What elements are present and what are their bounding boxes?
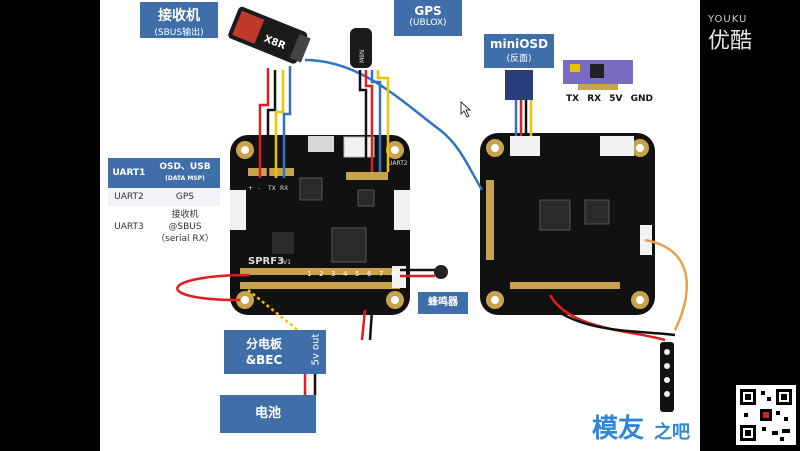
uart-row-use: GPS [149,188,220,206]
fc-pin-number-4: 4 [343,270,348,278]
receiver-module [228,6,311,64]
fc-name-text: SPRF3 [248,256,284,267]
osd-pin-rx: RX [587,94,602,104]
fc-uart2-text: UART2 [388,160,408,167]
buzzer-label: 蜂鸣器 [418,292,468,314]
uart-row-use-line: 接收机 [171,210,199,220]
table-row: UART2 GPS [108,188,220,206]
table-row: UART3 接收机 @SBUS （serial RX） [108,206,220,248]
uart-row-use: 接收机 @SBUS （serial RX） [149,206,220,248]
osd-pin-gnd: GND [630,94,653,104]
osd-board [480,133,655,315]
receiver-label: 接收机 (SBUS输出) [140,2,218,38]
uart-row-use-line: @SBUS [168,222,202,232]
fc-version-text: V1 [283,259,291,266]
uart-row-use-line: （serial RX） [156,234,214,244]
fc-pin-number-5: 5 [355,270,359,278]
pdb-label-line2: &BEC [245,353,283,367]
buzzer [434,265,448,279]
uart-header-port: UART1 [108,158,150,188]
miniosd-module [505,60,633,100]
out5v-label-box: 5v out [304,330,326,374]
fc-pin-tx: TX [267,185,276,192]
fc-pin-number-2: 2 [319,270,323,278]
led-strip [660,342,674,412]
fc-pin-minus: - [258,185,260,192]
youku-watermark-main: 优酷 [708,29,753,54]
out5v-label: 5v out [310,333,322,366]
pdb-label: 分电板 &BEC [224,330,304,374]
receiver-label-sub: (SBUS输出) [154,28,204,38]
fc-pin-number-3: 3 [331,270,335,278]
mouse-cursor-icon [460,101,472,118]
gps-label-sub: (UBLOX) [409,18,447,28]
battery-label-text: 电池 [254,406,281,421]
moyou-watermark-sub: 之吧 [654,422,690,443]
miniosd-label-title: miniOSD [489,37,549,51]
gps-label: GPS (UBLOX) [394,0,462,36]
wiring-diagram-canvas: SPRF3 V1 + - TX RX UART2 1 2 3 4 5 6 7 8 [100,0,700,451]
miniosd-label-sub: (反面) [506,54,532,64]
uart-header-use: OSD、USB (DATA MSP) [149,158,220,188]
uart-header-use-sub: (DATA MSP) [165,175,205,182]
wiring-diagram: SPRF3 V1 + - TX RX UART2 1 2 3 4 5 6 7 8 [176,6,689,412]
qr-code-icon [736,385,796,445]
fc-pin-number-1: 1 [307,270,311,278]
fc-pin-rx: RX [280,185,288,192]
osd-pin-5v: 5V [609,94,623,104]
uart-table-header: UART1 OSD、USB (DATA MSP) [108,158,220,188]
receiver-label-title: 接收机 [158,8,200,24]
gps-module [350,28,372,68]
uart-assignment-table: UART1 OSD、USB (DATA MSP) UART2 GPS UART3… [108,158,220,248]
battery-label: 电池 [220,395,316,433]
miniosd-label: miniOSD (反面) [484,34,554,68]
osd-pin-labels: TX RX 5V GND [566,94,666,104]
fc-pin-number-7: 7 [379,270,383,278]
youku-watermark-top: YOUKU [708,14,748,25]
fc-pin-number-6: 6 [367,270,372,278]
moyou-watermark: 模友 [592,414,645,444]
gps-label-title: GPS [414,4,442,18]
buzzer-label-text: 蜂鸣器 [428,297,458,308]
uart-row-port: UART2 [108,188,150,206]
youku-watermark: YOUKU 优酷 [708,14,788,55]
fc-pin-number-8: 8 [391,270,395,278]
uart-header-use-main: OSD、USB [159,162,211,172]
osd-pin-tx: TX [566,94,580,104]
uart-row-port: UART3 [108,206,150,248]
pdb-label-line1: 分电板 [245,337,282,351]
fc-pin-plus: + [248,185,253,192]
flight-controller-board [230,135,410,315]
gps-module-text: M8N [359,50,366,63]
